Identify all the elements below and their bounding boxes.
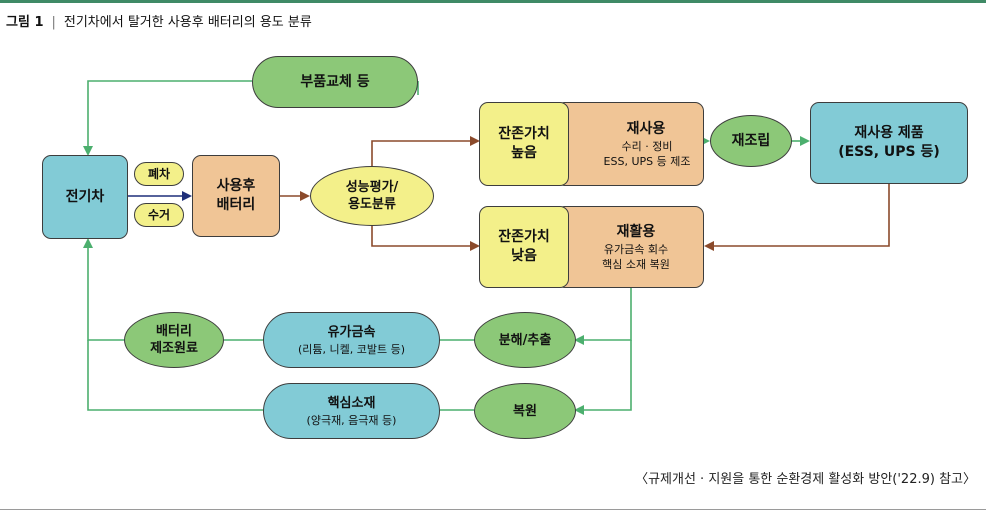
node-evaluation-line1: 성능평가/	[345, 180, 399, 195]
bottom-rule	[0, 509, 986, 510]
arrow-product-to-recycle	[704, 184, 890, 251]
node-collect: 수거	[134, 203, 184, 227]
line-core-to-ev	[87, 340, 263, 411]
node-low-value-line2: 낮음	[511, 248, 537, 264]
node-reuse: 재사용 수리 · 정비 ESS, UPS 등 제조	[556, 102, 704, 186]
source-note: 〈규제개선 · 지원을 통한 순환경제 활성화 방안('22.9) 참고〉	[635, 472, 976, 487]
node-reuse-line1: 수리 · 정비	[621, 139, 673, 153]
node-recycle: 재활용 유가금속 회수 핵심 소재 복원	[556, 206, 704, 288]
arrow-eval-to-high	[371, 136, 480, 168]
node-core-material-sub: (양극재, 음극재 등)	[306, 413, 397, 427]
node-ev: 전기차	[42, 155, 128, 239]
node-reuse-line2: ESS, UPS 등 제조	[603, 154, 691, 168]
node-recycle-line1: 유가금속 회수	[603, 242, 669, 256]
node-battery-material-line1: 배터리	[156, 324, 192, 339]
node-ev-label: 전기차	[65, 188, 105, 205]
node-recycle-line2: 핵심 소재 복원	[602, 257, 670, 271]
figure-title: 전기차에서 탈거한 사용후 배터리의 용도 분류	[63, 15, 312, 30]
node-disassembly: 분해/추출	[474, 312, 576, 368]
figure-number: 그림 1	[6, 15, 44, 30]
node-used-battery: 사용후 배터리	[192, 155, 280, 237]
node-scrap-label: 폐차	[147, 166, 171, 181]
node-collect-label: 수거	[147, 207, 171, 222]
node-high-value-line1: 잔존가치	[498, 126, 550, 142]
node-high-value-line2: 높음	[511, 145, 537, 161]
node-battery-material-line2: 제조원료	[150, 341, 198, 356]
caption-separator: |	[51, 15, 56, 30]
node-reassembly-label: 재조립	[731, 132, 771, 149]
node-scrap: 폐차	[134, 162, 184, 186]
node-evaluation: 성능평가/ 용도분류	[310, 166, 434, 226]
node-evaluation-line2: 용도분류	[348, 197, 396, 212]
node-core-material: 핵심소재 (양극재, 음극재 등)	[263, 383, 440, 439]
node-valuable-metals: 유가금속 (리튬, 니켈, 코발트 등)	[263, 312, 440, 368]
node-used-battery-line1: 사용후	[216, 178, 256, 194]
node-restoration-label: 복원	[513, 403, 537, 419]
node-used-battery-line2: 배터리	[216, 197, 256, 213]
node-valuable-metals-sub: (리튬, 니켈, 코발트 등)	[297, 342, 406, 356]
node-battery-material: 배터리 제조원료	[124, 312, 224, 368]
node-restoration: 복원	[474, 383, 576, 439]
arrow-recycle-to-restoration	[574, 340, 632, 415]
node-disassembly-label: 분해/추출	[498, 332, 552, 348]
node-parts-replacement: 부품교체 등	[252, 56, 418, 108]
node-recycle-title: 재활용	[616, 223, 656, 240]
node-reuse-product-line1: 재사용 제품	[854, 125, 924, 141]
arrow-eval-to-low	[371, 224, 480, 251]
node-reassembly: 재조립	[710, 115, 792, 167]
arrow-parts-to-ev	[83, 80, 252, 156]
node-parts-replacement-label: 부품교체 등	[300, 73, 370, 90]
top-rule	[0, 0, 986, 3]
node-low-value: 잔존가치 낮음	[479, 206, 569, 288]
arrow-material-to-ev	[83, 238, 124, 341]
node-high-value: 잔존가치 높음	[479, 102, 569, 186]
arrow-recycle-to-disassembly	[574, 287, 632, 345]
figure-caption: 그림 1 | 전기차에서 탈거한 사용후 배터리의 용도 분류	[6, 11, 312, 30]
node-reuse-product: 재사용 제품 (ESS, UPS 등)	[810, 102, 968, 184]
node-core-material-title: 핵심소재	[327, 395, 376, 411]
node-reuse-title: 재사용	[626, 120, 666, 137]
node-low-value-line1: 잔존가치	[498, 229, 550, 245]
node-reuse-product-line2: (ESS, UPS 등)	[838, 144, 940, 160]
node-valuable-metals-title: 유가금속	[327, 324, 376, 340]
